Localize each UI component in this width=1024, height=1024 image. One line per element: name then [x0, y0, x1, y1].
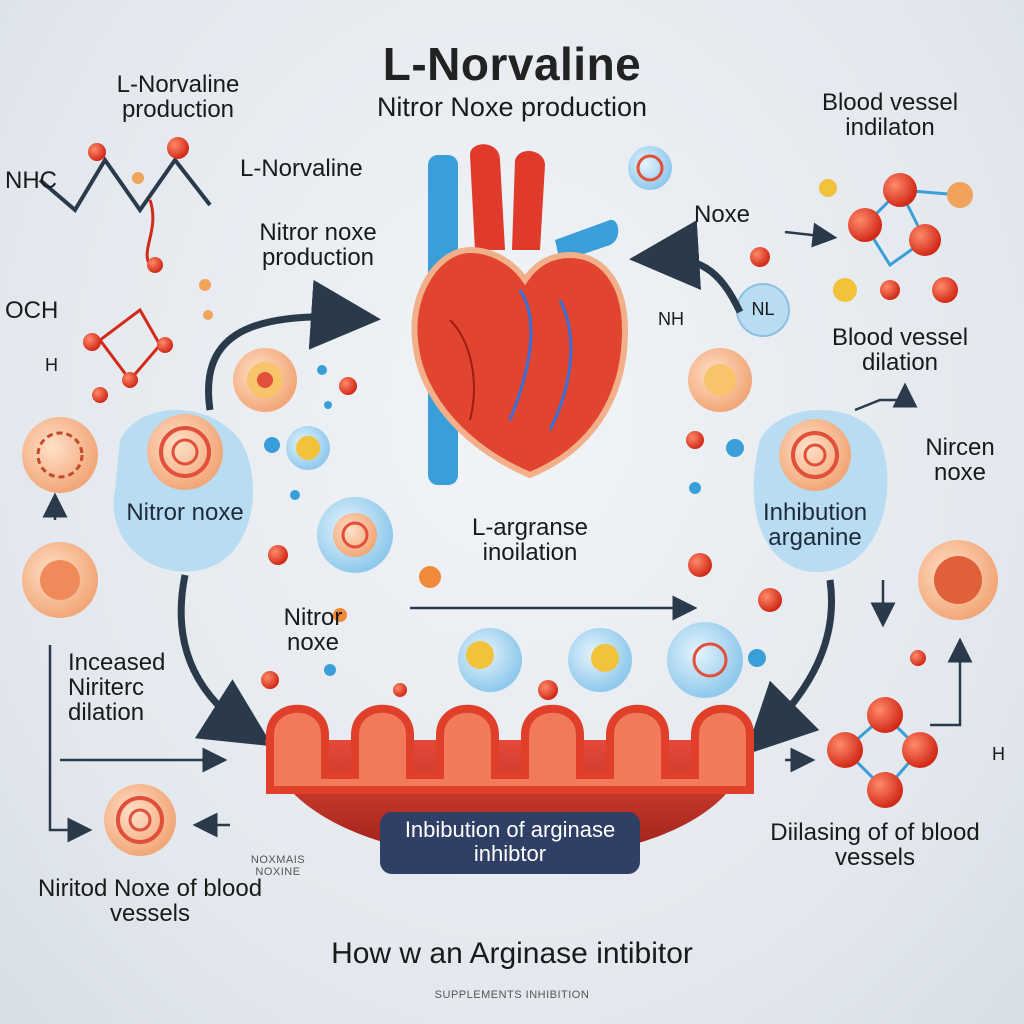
label-arginase-inhibition: L-argranse inoilation: [471, 514, 589, 567]
footer-small-text: SUPPLEMENTS INHIBITION: [434, 989, 590, 1001]
label-left-blob: Nitror noxe: [126, 499, 244, 526]
label-och: OCH: [5, 297, 59, 324]
label-l-norvaline: L-Norvaline: [240, 155, 363, 182]
label-norvaline-production: L-Norvaline production: [116, 71, 240, 124]
label-h-left: H: [45, 355, 58, 375]
heart-illustration: [411, 144, 629, 485]
concentric-cells: [22, 146, 998, 856]
bottom-caption: How w an Arginase intibitor: [331, 937, 693, 970]
label-noxe-right: Noxe: [694, 201, 751, 228]
network-molecule-right: [819, 173, 973, 303]
label-increased-dilation: Inceased Niriterc dilation: [68, 649, 166, 727]
zigzag-molecule: [38, 137, 213, 403]
label-dilasing-blood-vessels: Diilasing of of blood vessels: [770, 819, 980, 872]
label-noxe-small: NOXMAIS NOXINE: [250, 854, 306, 878]
banner-label: Inbibution of arginase inhibtor: [404, 817, 616, 867]
flow-arrows: [177, 220, 835, 755]
label-blood-vessel-dilation: Blood vessel dilation: [831, 324, 969, 377]
label-nitric-noxe-vessels: Niritod Noxe of blood vessels: [37, 875, 263, 928]
label-nitror-noxe-mid: Nitror noxe: [283, 604, 343, 657]
label-nircen-noxe: Nircen noxe: [925, 434, 995, 487]
page-title: L-Norvaline: [382, 38, 642, 90]
label-nhc: NHC: [5, 167, 57, 194]
label-nitror-noxe-production: Nitror noxe production: [259, 219, 377, 272]
page-subtitle: Nitror Noxe production: [376, 92, 648, 122]
label-h-right: H: [992, 744, 1005, 764]
network-molecule-bottom-right: [827, 697, 938, 808]
thin-arrows: [42, 222, 973, 843]
label-nh: NH: [658, 309, 684, 329]
label-right-blob: Inhibution arganine: [762, 499, 868, 552]
label-blood-vessel-indilaton: Blood vessel indilaton: [821, 89, 959, 142]
banner-box: [380, 812, 640, 874]
nl-circle-label: NL: [751, 299, 775, 319]
